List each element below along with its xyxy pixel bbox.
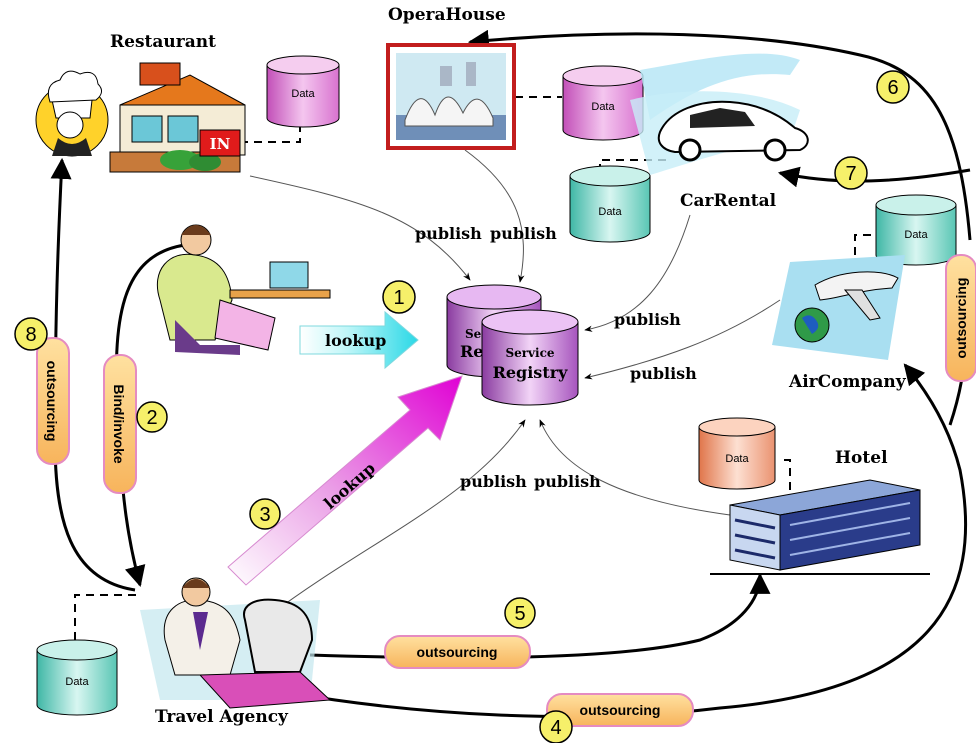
- pill-label: outsourcing: [417, 644, 498, 660]
- data-label: Data: [291, 88, 315, 100]
- publish-label: publish: [630, 364, 697, 383]
- publish-label: publish: [614, 310, 681, 329]
- step-badge-8: 8: [14, 317, 48, 351]
- publish-line-aircompany: [584, 299, 781, 380]
- data-link-restaurant: [240, 125, 301, 143]
- arrow-6-to-operahouse: [467, 29, 972, 241]
- data-store-restaurant: Data: [266, 55, 340, 128]
- publish-label: publish: [534, 472, 601, 491]
- registry-label-2: Registry: [493, 363, 569, 382]
- restaurant-sign: IN: [210, 135, 231, 153]
- hotel-icon: [710, 479, 930, 575]
- data-link-travelagency: [74, 594, 140, 640]
- data-link-aircompany: [854, 234, 875, 255]
- carrental-icon: [630, 53, 809, 175]
- data-label: Data: [65, 676, 89, 688]
- step-badge-6: 6: [876, 70, 910, 104]
- publish-label: publish: [415, 224, 482, 243]
- data-store-aircompany: Data: [875, 194, 957, 266]
- data-link-hotel: [780, 459, 791, 490]
- travel-agency-label: Travel Agency: [155, 707, 289, 727]
- pill-label: outsourcing: [953, 278, 969, 359]
- publish-line-carrental: [584, 214, 691, 332]
- registry-back-label-1: Se: [465, 327, 482, 341]
- svg-text:6: 6: [887, 77, 898, 99]
- step-badges: 1 2 3 4 5 6 7 8: [14, 70, 910, 743]
- publish-line-travelagency: [269, 419, 526, 616]
- pill-label: outsourcing: [580, 702, 661, 718]
- pill-outsourcing-8: outsourcing: [36, 337, 70, 465]
- data-store-carrental: Data: [569, 165, 651, 243]
- step-badge-7: 7: [834, 156, 868, 190]
- carrental-label: CarRental: [680, 191, 777, 211]
- registry-label-1: Service: [505, 346, 554, 360]
- lookup-arrow-1: lookup: [299, 310, 419, 370]
- publish-line-hotel: [539, 419, 731, 516]
- svg-text:3: 3: [259, 504, 270, 526]
- step-badge-1: 1: [382, 280, 416, 314]
- aircompany-icon: [772, 255, 905, 360]
- pill-outsourcing-4: outsourcing: [546, 693, 694, 727]
- operahouse-label: OperaHouse: [388, 5, 506, 25]
- data-label: Data: [725, 453, 749, 465]
- publish-labels: publish publish publish publish publish …: [415, 224, 697, 491]
- pill-outsourcing-5: outsourcing: [384, 635, 531, 669]
- publish-line-restaurant: [249, 175, 471, 281]
- pill-label: Bind/invoke: [111, 384, 127, 464]
- travel-agency-icon: [140, 577, 332, 709]
- publish-label: publish: [460, 472, 527, 491]
- svg-text:7: 7: [845, 163, 856, 185]
- data-label: Data: [598, 206, 622, 218]
- pill-bindinvoke-2: Bind/invoke: [103, 354, 137, 494]
- pill-label: outsourcing: [44, 361, 60, 442]
- hotel-label: Hotel: [835, 448, 888, 468]
- registry-back-label-2: Re: [460, 342, 483, 361]
- svg-text:2: 2: [146, 407, 157, 429]
- arrow-4-to-aircompany: [289, 363, 968, 719]
- data-label: Data: [591, 101, 615, 113]
- step-badge-3: 3: [249, 498, 281, 530]
- publish-label: publish: [490, 224, 557, 243]
- svg-text:1: 1: [393, 287, 404, 309]
- data-store-operahouse: Data: [562, 65, 644, 141]
- restaurant-label: Restaurant: [110, 32, 216, 52]
- publish-connectors: [249, 149, 781, 616]
- aircompany-label: AirCompany: [788, 372, 907, 392]
- data-store-hotel: Data: [698, 417, 776, 490]
- restaurant-icon: IN: [35, 62, 246, 173]
- publish-line-operahouse: [464, 149, 525, 283]
- svg-text:4: 4: [550, 717, 561, 739]
- svg-text:8: 8: [25, 324, 36, 346]
- data-label: Data: [904, 229, 928, 241]
- operahouse-icon: [386, 43, 516, 150]
- arrow-7-to-carrental: [777, 166, 971, 188]
- step-badge-5: 5: [504, 597, 536, 629]
- step-badge-2: 2: [136, 401, 168, 433]
- service-registry: Service Registry: [481, 309, 579, 406]
- pill-outsourcing-right: outsourcing: [945, 254, 976, 382]
- step-badge-4: 4: [539, 710, 573, 743]
- svg-text:5: 5: [514, 603, 525, 625]
- client-person-icon: [156, 224, 331, 355]
- data-store-travelagency: Data: [36, 639, 118, 716]
- lookup-1-label: lookup: [325, 331, 386, 350]
- lookup-arrow-3: lookup: [227, 375, 463, 586]
